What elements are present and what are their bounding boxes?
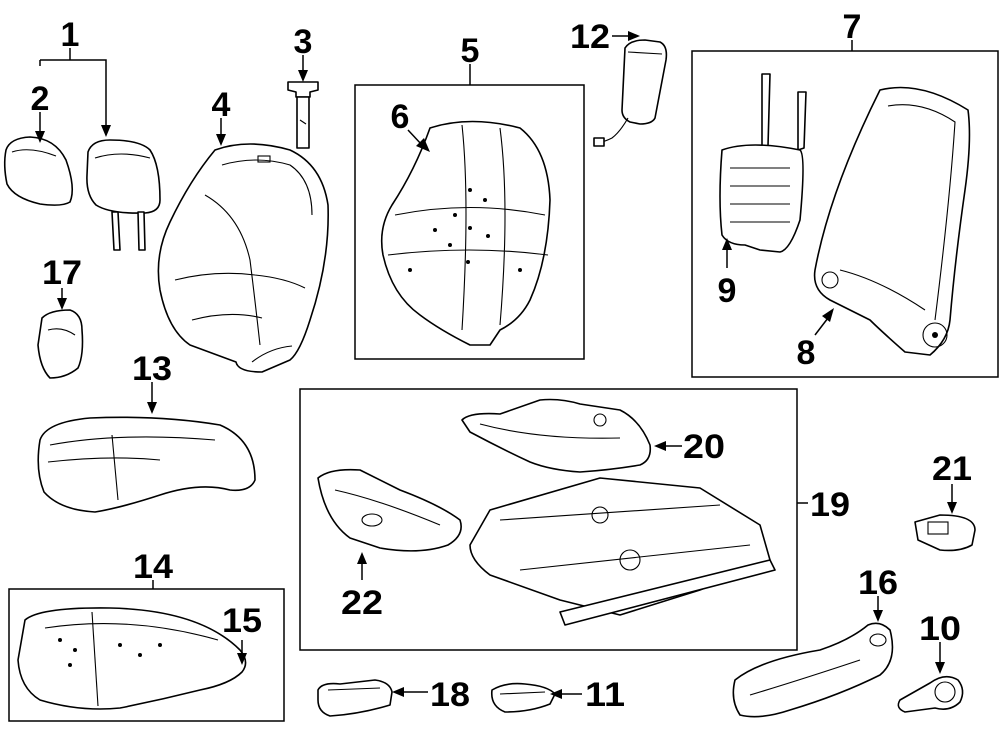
part-12-side-airbag <box>593 39 668 147</box>
callout-11: 11 <box>585 676 625 714</box>
callout-22: 22 <box>341 584 383 622</box>
part-20-cushion-pan <box>461 398 652 473</box>
part-1-headrest <box>86 139 161 251</box>
callout-21: 21 <box>932 450 972 488</box>
callout-3: 3 <box>294 23 313 61</box>
part-2-headrest <box>3 136 74 206</box>
part-3-headrest-guide <box>287 81 319 149</box>
callout-4: 4 <box>212 86 231 124</box>
part-21-switch <box>914 514 976 552</box>
callout-13: 13 <box>132 350 172 388</box>
callout-9: 9 <box>718 272 737 310</box>
part-8-seatback-frame <box>813 86 971 356</box>
callout-12: 12 <box>570 18 610 56</box>
callout-14: 14 <box>133 548 173 586</box>
callout-10: 10 <box>919 610 961 648</box>
part-15-cushion-pad <box>17 607 247 710</box>
callout-1: 1 <box>61 16 80 54</box>
callout-15: 15 <box>222 602 262 640</box>
callout-16: 16 <box>858 564 898 602</box>
part-18-cover <box>317 679 393 717</box>
part-19-seat-track <box>469 477 776 626</box>
callout-17: 17 <box>42 254 82 292</box>
part-22-cushion-frame <box>317 468 462 552</box>
callout-5: 5 <box>461 32 480 70</box>
callout-8: 8 <box>797 334 816 372</box>
callout-7: 7 <box>843 8 862 46</box>
group-frame-19 <box>299 388 798 651</box>
callout-labels: 1 2 3 4 5 6 7 8 9 10 11 12 13 14 15 16 1… <box>31 8 972 714</box>
callout-2: 2 <box>31 80 50 118</box>
group-frame-7 <box>691 50 999 378</box>
callout-20: 20 <box>683 428 725 466</box>
part-17-recliner-cover <box>37 309 84 379</box>
part-16-side-shield <box>732 622 894 718</box>
callout-19: 19 <box>810 486 850 524</box>
part-13-cushion-cover <box>37 416 256 513</box>
group-frame-14 <box>8 588 285 722</box>
part-10-knob <box>897 675 964 713</box>
part-9-lumbar-support <box>719 73 807 253</box>
part-4-seatback-cover <box>157 143 329 373</box>
callout-18: 18 <box>430 676 470 714</box>
leader-lines <box>35 31 957 699</box>
part-11-cover <box>490 682 556 713</box>
part-6-seatback-pad <box>380 120 551 346</box>
callout-6: 6 <box>391 98 410 136</box>
